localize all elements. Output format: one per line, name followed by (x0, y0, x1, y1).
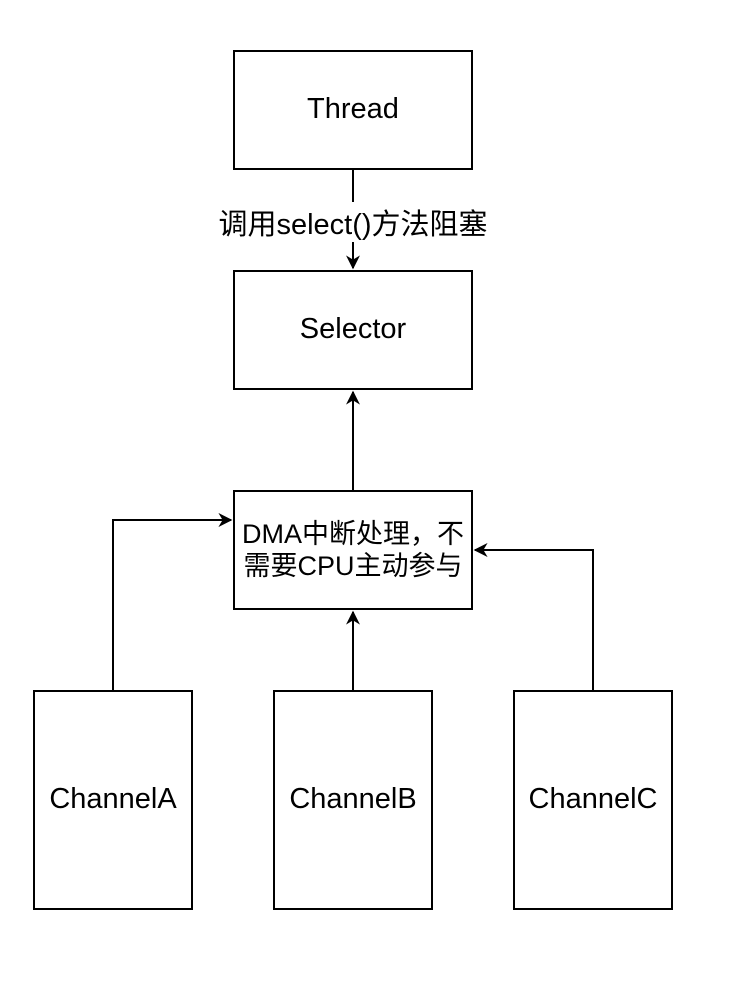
channel-b-label: ChannelB (289, 783, 417, 816)
dma-interrupt-node: DMA中断处理，不需要CPU主动参与 (233, 490, 473, 610)
channel-c-label: ChannelC (528, 783, 658, 816)
edge-label-select-blocking: 调用select()方法阻塞 (193, 202, 513, 242)
channel-a-node: ChannelA (33, 690, 193, 910)
channel-b-node: ChannelB (273, 690, 433, 910)
channel-c-node: ChannelC (513, 690, 673, 910)
selector-node: Selector (233, 270, 473, 390)
edge-channel-a-to-dma (112, 513, 233, 690)
edge-channel-c-to-dma (473, 543, 594, 690)
channel-a-label: ChannelA (49, 783, 177, 816)
thread-node: Thread (233, 50, 473, 170)
dma-interrupt-label: DMA中断处理，不需要CPU主动参与 (242, 518, 464, 581)
selector-label: Selector (299, 313, 407, 346)
thread-label: Thread (307, 93, 399, 126)
